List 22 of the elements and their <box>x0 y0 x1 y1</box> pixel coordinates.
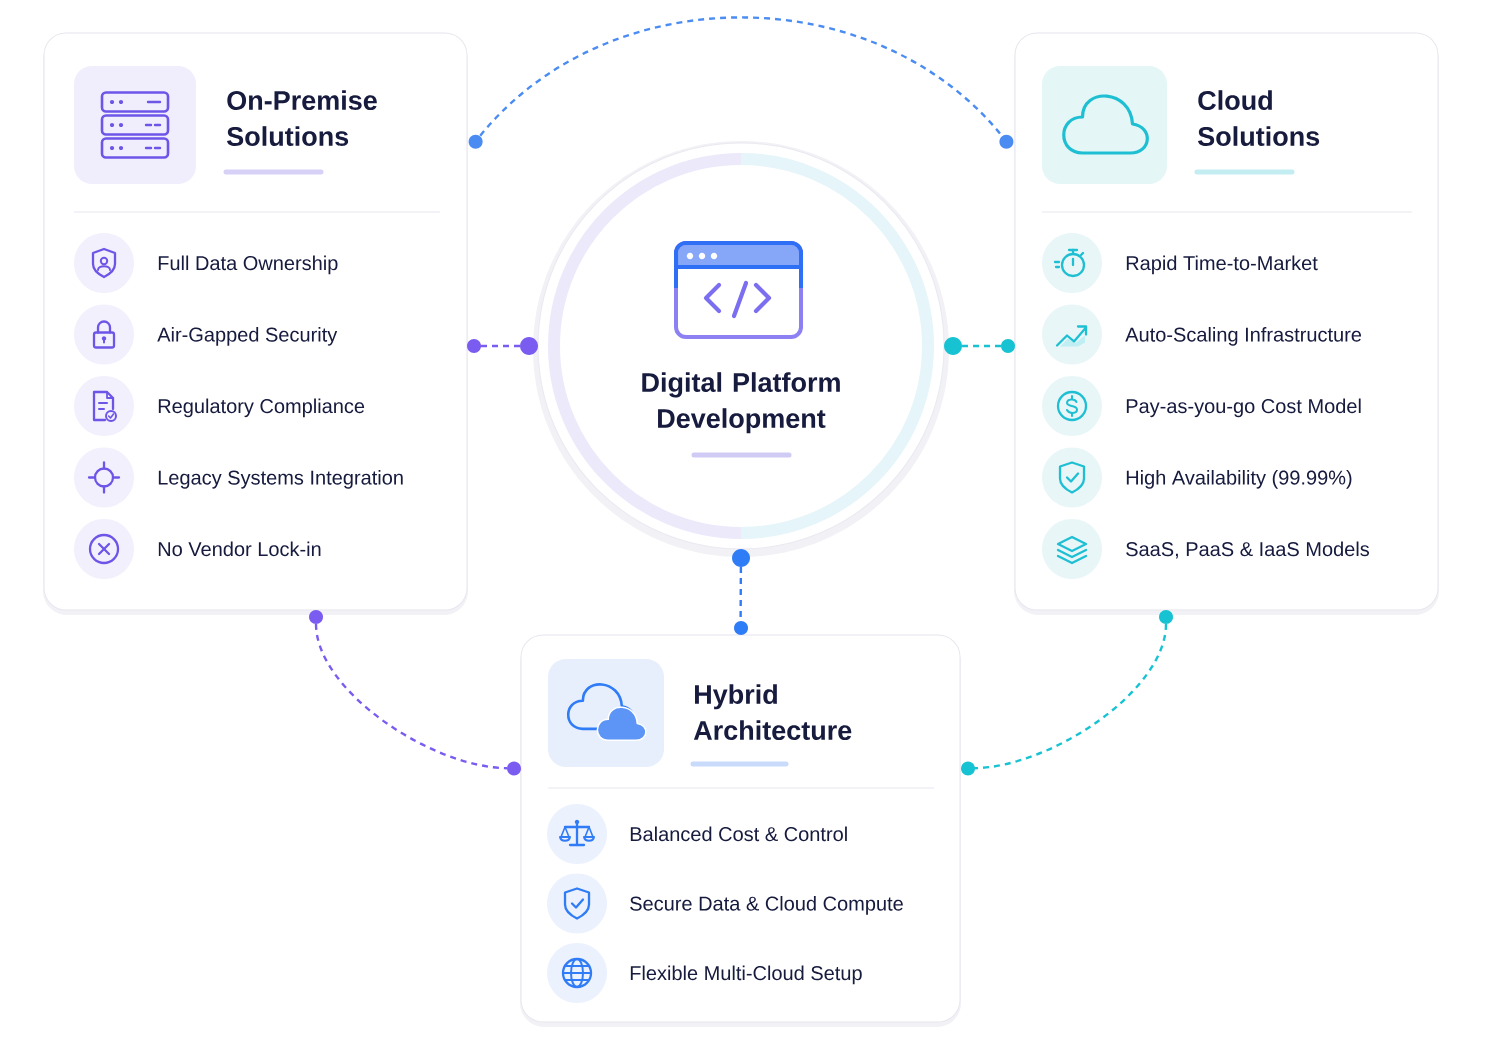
feature-text: Flexible Multi-Cloud Setup <box>630 965 862 985</box>
feature-text: Pay-as-you-go Cost Model <box>1126 398 1361 418</box>
feature-text: Air-Gapped Security <box>157 327 338 346</box>
connector-line <box>479 16 1003 137</box>
connector-line <box>973 623 1168 770</box>
connector-line <box>962 344 1001 348</box>
card-title: Cloud Solutions <box>1198 90 1320 147</box>
feature-text: Auto-Scaling Infrastructure <box>1125 327 1362 346</box>
feature-text: Rapid Time-to-Market <box>1126 255 1318 275</box>
connector-line <box>314 623 508 770</box>
card-title: Hybrid Architecture <box>693 684 852 741</box>
card-title: On-Premise Solutions <box>227 90 377 147</box>
feature-text: Secure Data & Cloud Compute <box>630 896 903 915</box>
feature-text: SaaS, PaaS & IaaS Models <box>1126 541 1370 559</box>
hub-title: Digital Platform Development <box>642 372 840 434</box>
feature-text: High Availability (99.99%) <box>1126 470 1352 489</box>
feature-text: Regulatory Compliance <box>158 398 365 418</box>
feature-text: Balanced Cost & Control <box>630 826 847 842</box>
feature-text: No Vendor Lock-in <box>158 541 321 557</box>
feature-text: Legacy Systems Integration <box>158 470 403 489</box>
feature-text: Full Data Ownership <box>158 255 338 275</box>
connector-line <box>481 344 520 348</box>
